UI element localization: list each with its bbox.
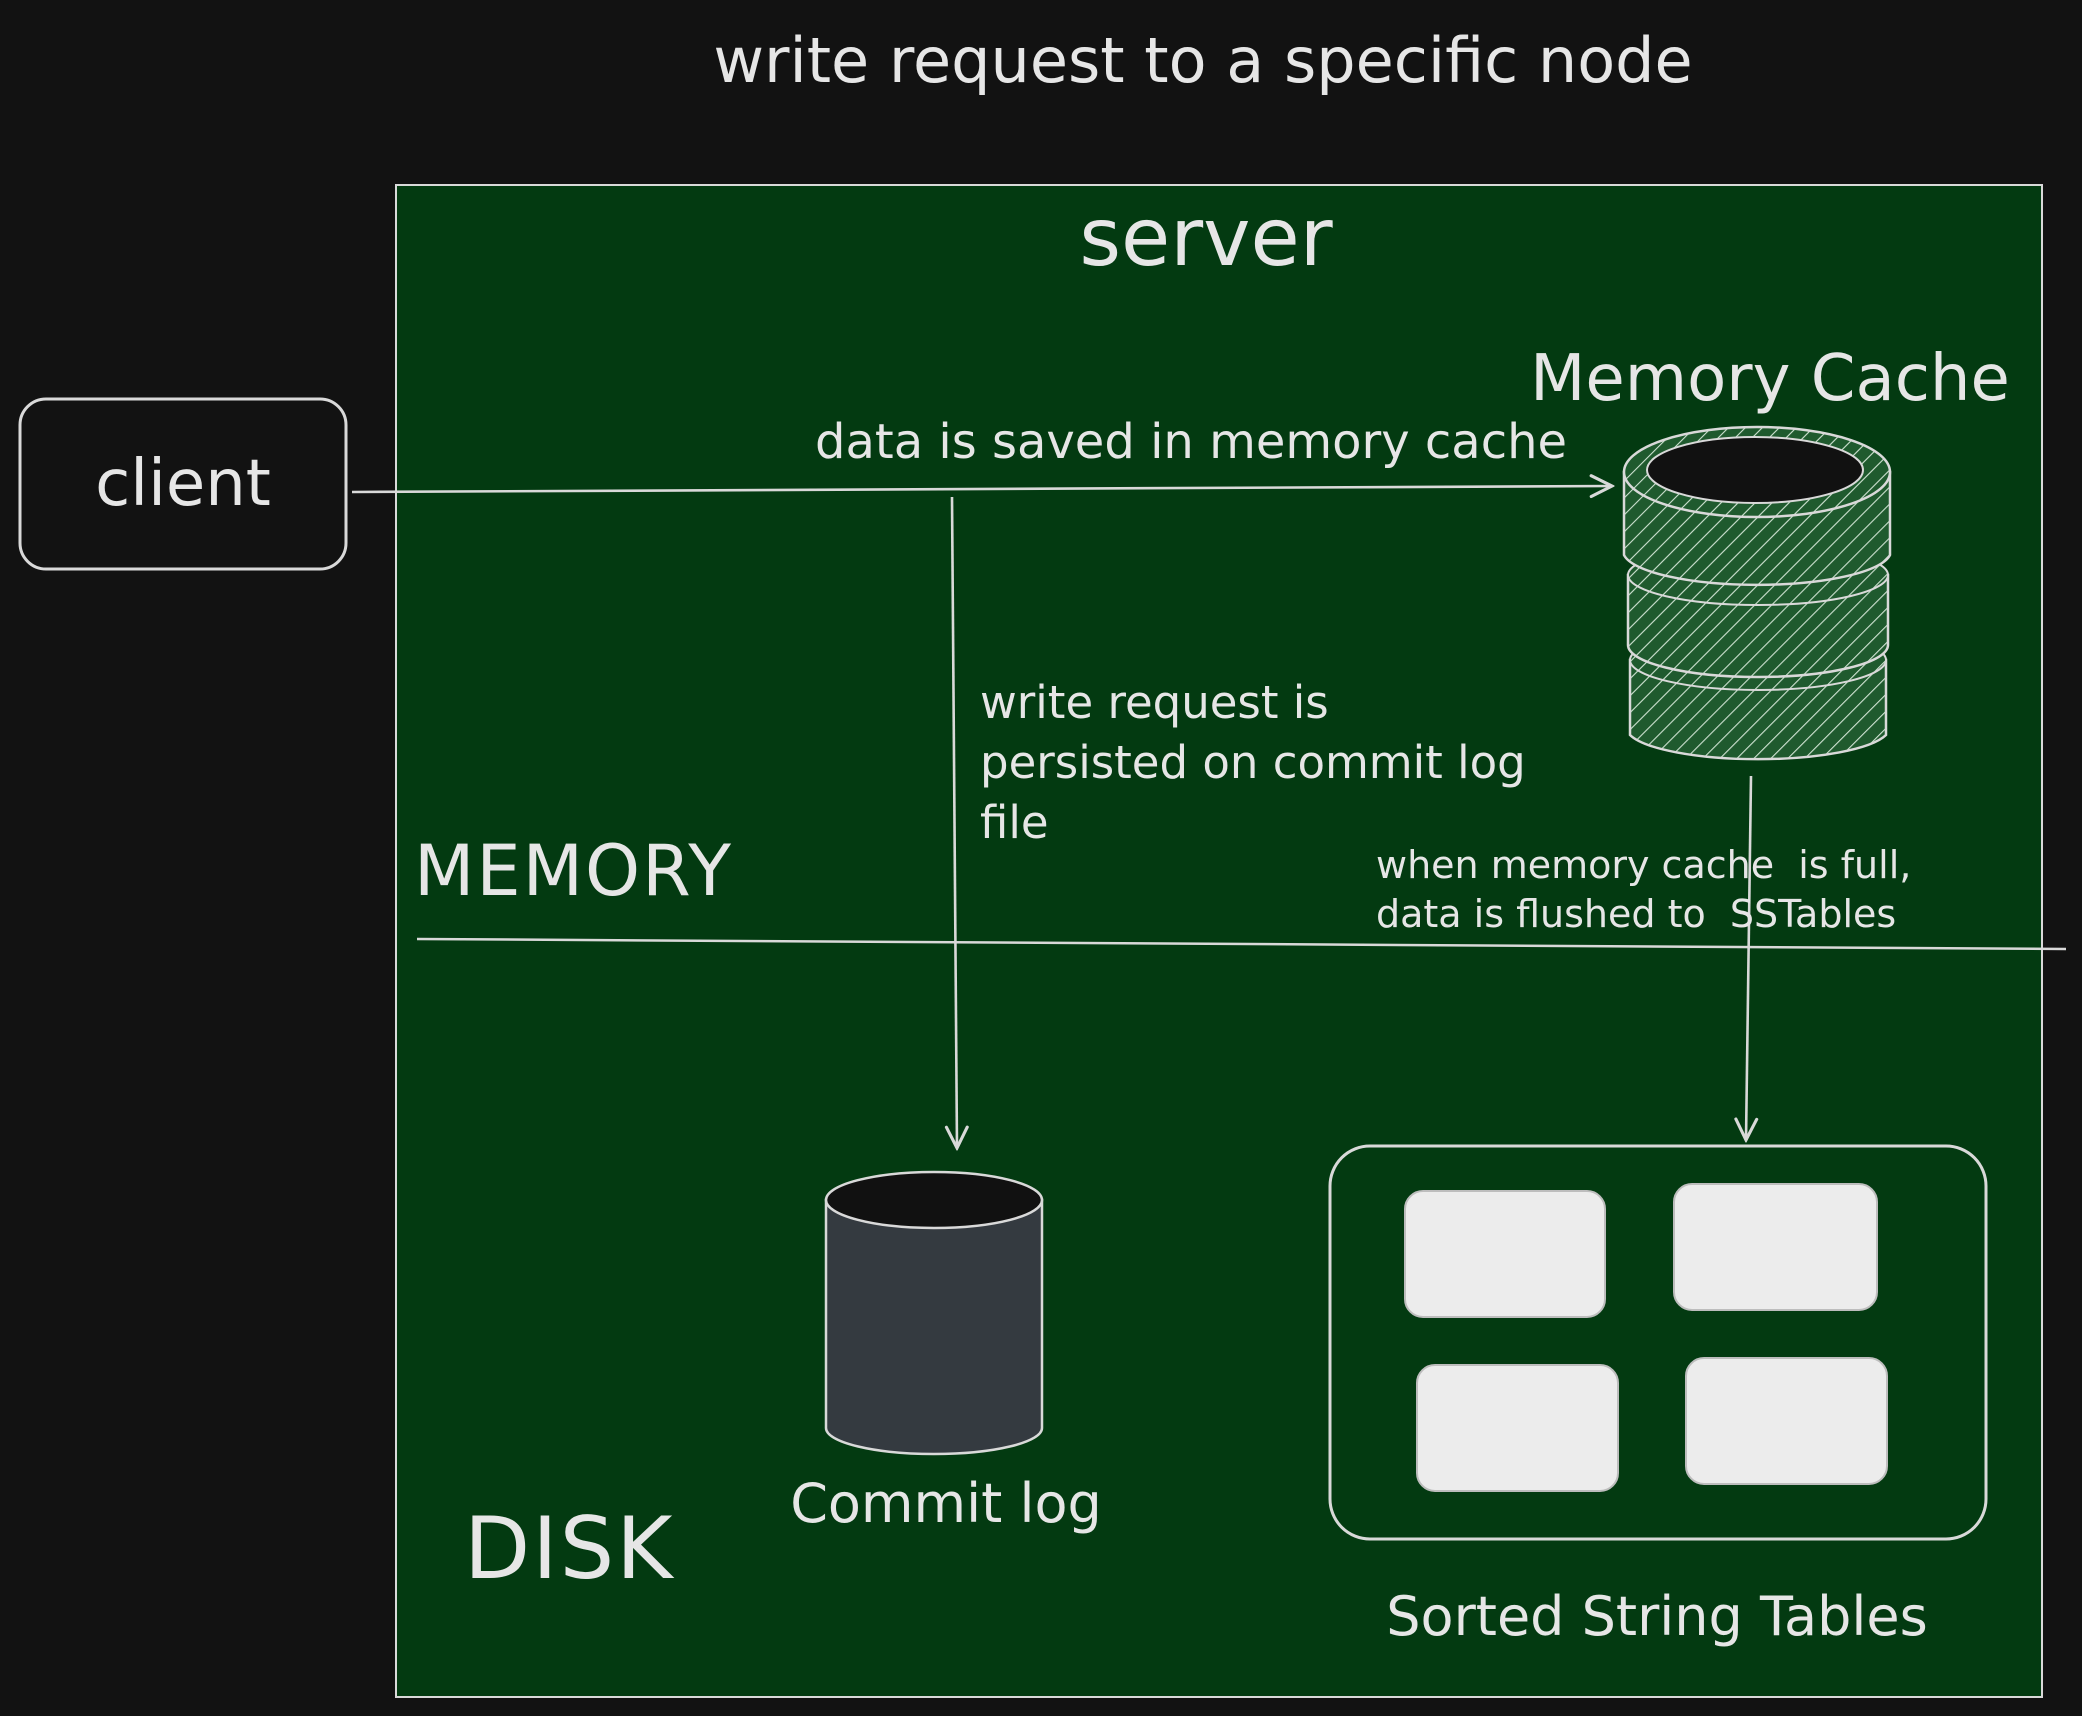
server-label: server xyxy=(1079,191,1332,284)
memory-cache-database-icon xyxy=(1622,425,1892,761)
arrow-client-to-cache xyxy=(351,486,1612,492)
commit-note-line-2: persisted on commit log xyxy=(980,736,1526,789)
flush-note-line-2: data is flushed to SSTables xyxy=(1376,892,1896,936)
commit-note-line-3: file xyxy=(980,796,1049,849)
memory-disk-divider xyxy=(416,937,2067,951)
sstable-block xyxy=(1416,1364,1619,1492)
arrow-label-cache: data is saved in memory cache xyxy=(815,414,1567,470)
sstable-block xyxy=(1404,1190,1606,1318)
commit-log-label: Commit log xyxy=(790,1472,1102,1535)
memory-cache-label: Memory Cache xyxy=(1530,342,2010,416)
sstables-container xyxy=(1328,1144,1988,1541)
sstable-block xyxy=(1685,1357,1888,1485)
diagram-title: write request to a specific node xyxy=(713,24,1692,97)
disk-zone-label: DISK xyxy=(464,1499,675,1599)
sstable-block xyxy=(1673,1183,1878,1311)
flush-note-line-1: when memory cache is full, xyxy=(1376,843,1911,887)
client-node xyxy=(18,397,348,571)
commit-log-cylinder-icon xyxy=(824,1170,1044,1456)
commit-note-line-1: write request is xyxy=(980,676,1329,729)
client-label: client xyxy=(95,447,271,521)
arrow-cache-to-sstables xyxy=(1746,775,1751,1140)
sstables-label: Sorted String Tables xyxy=(1386,1585,1927,1648)
memory-zone-label: MEMORY xyxy=(414,830,733,912)
arrow-to-commit-log xyxy=(952,496,957,1148)
